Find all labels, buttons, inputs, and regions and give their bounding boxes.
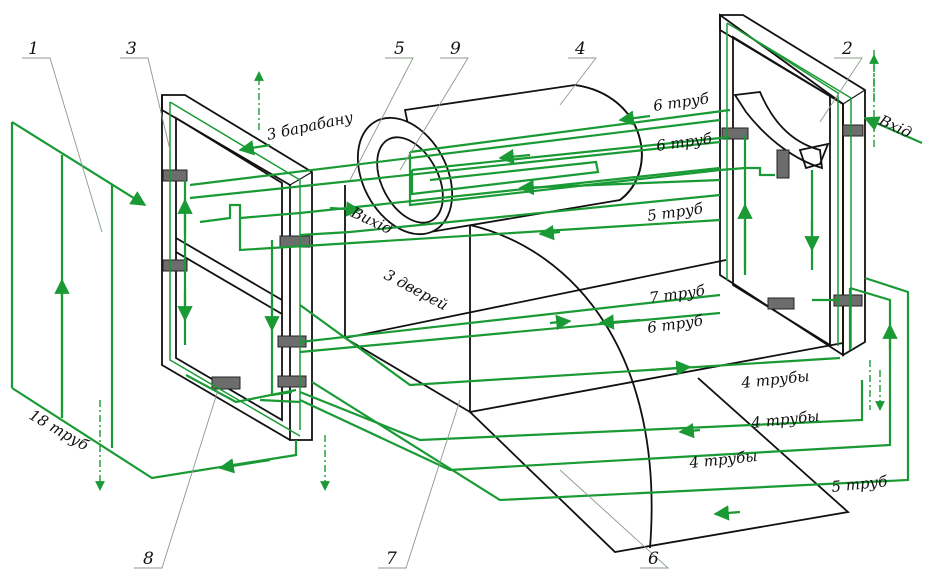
label-4-pipes-c: 4 трубы <box>688 447 759 472</box>
callout-3: 3 <box>126 39 137 59</box>
label-7-pipes: 7 труб <box>648 281 707 307</box>
left-frame <box>161 94 313 441</box>
inlet-label: Вхід <box>875 111 914 142</box>
callout-1: 1 <box>28 39 39 59</box>
label-5-pipes-b: 5 труб <box>831 472 889 496</box>
pipes-lower <box>299 193 910 521</box>
label-6-pipes-a: 6 труб <box>652 89 711 115</box>
pipes-left-frame <box>169 101 301 437</box>
label-6-pipes-c: 6 труб <box>646 311 705 337</box>
right-frame <box>719 13 866 357</box>
furnace-body <box>344 185 850 553</box>
label-4-pipes-a: 4 трубы <box>740 367 811 392</box>
callouts: 1 2 3 4 5 6 7 8 9 <box>28 39 853 569</box>
callout-9: 9 <box>450 39 461 59</box>
callout-5: 5 <box>394 39 405 59</box>
label-6-pipes-b: 6 труб <box>655 129 714 155</box>
label-18-pipes: 18 труб <box>26 406 92 455</box>
callout-4: 4 <box>574 39 586 59</box>
pipes-right-frame <box>719 22 923 348</box>
panel-18-pipes <box>10 121 298 491</box>
pipes-upper <box>189 71 731 252</box>
leader-lines <box>22 57 863 569</box>
callout-7: 7 <box>386 549 397 569</box>
from-drum-label: 3 барабану <box>265 108 355 144</box>
callout-2: 2 <box>841 39 853 59</box>
callout-8: 8 <box>143 549 154 569</box>
label-4-pipes-b: 4 трубы <box>750 407 821 432</box>
callout-6: 6 <box>648 549 659 569</box>
from-doors-label: 3 дверей <box>381 266 451 315</box>
